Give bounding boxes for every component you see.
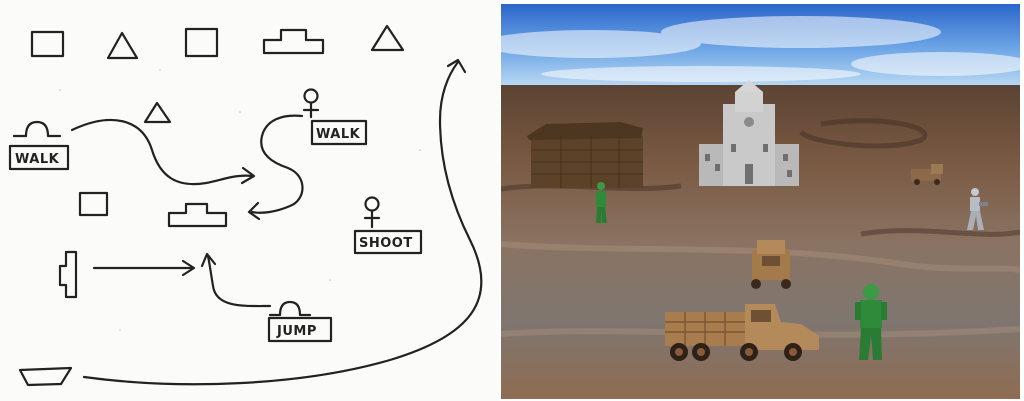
shoot-label: SHOOT xyxy=(359,236,413,251)
walk-left-icon xyxy=(12,120,62,138)
sketch-bunker-side xyxy=(58,250,78,299)
walk-right-person-icon xyxy=(302,88,320,119)
jump-label: JUMP xyxy=(276,324,317,339)
walk-right-label: WALK xyxy=(316,127,361,142)
sketch-panel: WALK WALK SHOOT JUMP xyxy=(0,0,500,401)
gray-soldier xyxy=(967,188,988,230)
truck-large xyxy=(665,304,819,361)
game-viewport[interactable] xyxy=(501,4,1020,399)
walk-left-label: WALK xyxy=(15,152,60,167)
jump-icon xyxy=(268,300,312,317)
sketch-bunker-1 xyxy=(262,28,325,55)
paper-texture xyxy=(59,69,421,331)
sketch-triangle-1 xyxy=(106,31,139,60)
sketch-bunker-2 xyxy=(167,202,228,228)
sketch-square-2 xyxy=(184,27,219,58)
walk-right-tag-box xyxy=(310,119,368,146)
path-walk-left xyxy=(70,118,254,186)
sketch-triangle-2 xyxy=(370,24,405,52)
truck-mid xyxy=(751,240,791,289)
stone-church xyxy=(699,80,799,186)
arrow-head-1 xyxy=(240,166,256,185)
wooden-house xyxy=(527,122,643,188)
truck-far xyxy=(911,164,943,185)
path-walk-right xyxy=(250,114,304,214)
clouds xyxy=(501,16,1020,82)
arrow-head-2 xyxy=(247,201,261,221)
sketch-boat xyxy=(18,366,73,387)
walk-left-tag-box xyxy=(8,144,70,171)
path-boat xyxy=(82,60,483,386)
green-soldier-large xyxy=(855,284,887,360)
green-soldier-small xyxy=(596,182,607,223)
sketch-square-1 xyxy=(30,30,65,58)
arrow-head-3 xyxy=(181,259,196,277)
arrow-head-4 xyxy=(200,252,217,268)
arrow-head-5 xyxy=(446,58,467,74)
sketch-square-3 xyxy=(78,191,109,217)
shoot-tag-box xyxy=(353,229,423,255)
jump-tag-box xyxy=(267,316,333,343)
shoot-person-icon xyxy=(363,196,381,229)
sketch-triangle-3 xyxy=(143,101,172,124)
path-jump xyxy=(206,254,272,308)
